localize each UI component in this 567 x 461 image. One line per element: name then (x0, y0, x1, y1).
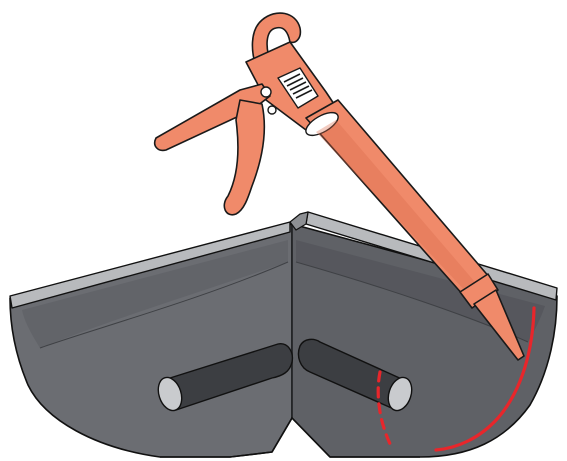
caulk-gun-pivot-upper (261, 87, 271, 97)
gutter-corner-icon (10, 212, 557, 457)
caulk-gun-pivot-lower (268, 106, 276, 114)
